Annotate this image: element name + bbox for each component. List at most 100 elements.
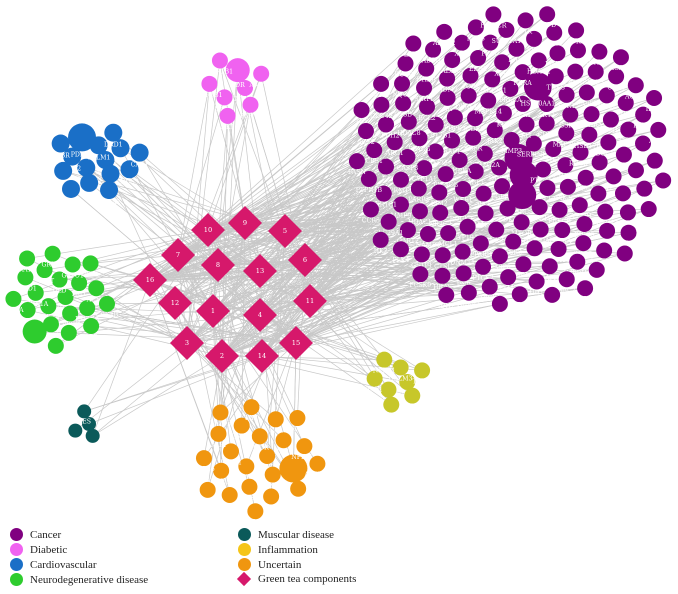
target-node-cancer[interactable]: BCL2L1 xyxy=(596,134,622,157)
target-node-cancer[interactable]: SERPINE1 xyxy=(517,135,551,159)
target-node-inflammation[interactable]: NFKB2 xyxy=(401,387,424,411)
green-tea-component-node[interactable]: 12 xyxy=(158,286,192,320)
target-node-cardiovascular[interactable]: NOS3 xyxy=(120,160,139,185)
target-node-inflammation[interactable]: TGM3 xyxy=(412,362,432,385)
target-node-cancer[interactable]: TOP2A xyxy=(587,185,610,209)
target-node-cancer[interactable]: KRAS xyxy=(467,19,485,42)
target-node-cancer[interactable]: NRAS xyxy=(619,224,638,248)
green-tea-component-node[interactable]: 9 xyxy=(228,206,262,240)
target-node-inflammation[interactable]: TAP1 xyxy=(366,370,383,394)
target-node-cancer[interactable]: IMPDH1 xyxy=(564,253,591,277)
target-node-cancer[interactable]: PLAU xyxy=(481,34,499,58)
target-node-cancer[interactable]: PIK3CA xyxy=(556,178,581,202)
target-node-cancer[interactable]: APOB xyxy=(648,121,668,145)
target-node-cancer[interactable]: F7 xyxy=(378,158,395,182)
target-node-cancer[interactable]: CXCR4 xyxy=(638,201,660,224)
target-node-cancer[interactable]: CCR5 xyxy=(362,201,380,225)
target-node-neuro[interactable]: OPRL xyxy=(81,255,100,278)
target-node-cancer[interactable]: PPARD xyxy=(470,235,492,258)
target-node-neuro[interactable]: OPRK1 xyxy=(59,305,82,328)
target-node-cancer[interactable]: PGR xyxy=(591,154,608,177)
target-node-cancer[interactable]: CES1 xyxy=(365,142,383,165)
target-node-uncertain[interactable]: BAZ2B xyxy=(210,404,232,428)
target-node-cancer[interactable]: PLK4 xyxy=(393,241,410,264)
target-node-cancer[interactable]: CDK4 xyxy=(498,200,517,223)
green-tea-component-node[interactable]: 7 xyxy=(161,238,195,272)
target-node-cancer[interactable]: MMP2 xyxy=(613,185,634,208)
target-node-cancer[interactable]: MTTP xyxy=(372,75,391,99)
target-node-cancer[interactable]: FGFR1 xyxy=(491,178,513,201)
green-tea-component-node[interactable]: 6 xyxy=(288,243,322,277)
target-node-cancer[interactable]: HMGCR xyxy=(480,6,507,29)
target-node-cancer[interactable]: KIT xyxy=(518,116,535,139)
target-node-cancer[interactable]: DYRK1A xyxy=(455,87,483,111)
target-node-cancer[interactable]: PTPRC xyxy=(588,43,611,67)
target-node-cancer[interactable]: LDHA xyxy=(404,35,423,59)
target-node-cancer[interactable]: HDAC2 xyxy=(527,52,551,75)
green-tea-component-node[interactable]: 3 xyxy=(170,326,204,360)
green-tea-component-node[interactable]: 16 xyxy=(133,263,167,297)
target-node-cancer[interactable]: HSP90AA1 xyxy=(521,72,556,107)
target-node-cancer[interactable]: IDH1 xyxy=(646,90,663,113)
target-node-cancer[interactable]: AR xyxy=(439,89,456,113)
target-node-cancer[interactable]: NAMPT xyxy=(416,225,441,249)
target-node-cancer[interactable]: TNKS2 xyxy=(523,240,546,263)
target-node-cancer[interactable]: JAK2 xyxy=(486,122,503,145)
target-node-cancer[interactable]: XIAP xyxy=(494,54,511,77)
target-node-cardiovascular[interactable]: TGBR xyxy=(52,134,71,160)
target-node-cancer[interactable]: NR3C2 xyxy=(429,204,452,228)
target-node-cancer[interactable]: RXRA xyxy=(514,64,533,87)
target-node-cancer[interactable]: AKR1C1 xyxy=(370,185,397,209)
target-node-uncertain[interactable]: GAA xyxy=(267,411,284,434)
target-node-neuro[interactable]: PAI1 xyxy=(71,275,88,298)
target-node-cancer[interactable]: MMP3 xyxy=(501,131,522,155)
target-node-cancer[interactable]: PGD xyxy=(577,280,594,303)
target-node-cancer[interactable]: HRAS xyxy=(433,267,452,291)
target-node-uncertain[interactable]: ALPI xyxy=(210,425,227,449)
target-node-cancer[interactable]: PPARG xyxy=(409,130,431,153)
target-node-cancer[interactable]: ADAM17 xyxy=(535,258,564,281)
target-node-cancer[interactable]: ABL1 xyxy=(466,163,484,186)
target-node-cancer[interactable]: ABCB1 xyxy=(478,278,501,302)
target-node-cancer[interactable]: CDC42 xyxy=(370,96,393,120)
target-node-diabetic[interactable]: PTPN1 xyxy=(240,96,262,120)
target-node-cancer[interactable]: SIRT2 xyxy=(614,146,634,170)
target-node-cancer[interactable]: TDO2 xyxy=(574,235,592,258)
target-node-cancer[interactable]: DNMT1 xyxy=(450,243,475,267)
target-node-cancer[interactable]: AKR1C3 xyxy=(614,204,641,227)
green-tea-component-node[interactable]: 10 xyxy=(191,213,225,247)
target-node-cancer[interactable]: TYMS xyxy=(499,269,518,292)
target-node-cancer[interactable]: CYP17A1 xyxy=(478,71,507,94)
target-node-uncertain[interactable]: MEX-3 xyxy=(262,466,283,490)
target-node-neuro[interactable]: OPRD1 xyxy=(14,269,37,292)
green-tea-component-node[interactable]: 1 xyxy=(196,294,230,328)
target-node-cancer[interactable]: PKM xyxy=(655,172,671,195)
target-node-cancer[interactable]: HDAC6 xyxy=(547,240,571,264)
target-node-cancer[interactable]: ATIC xyxy=(525,30,543,54)
target-node-cancer[interactable]: MAP2K1 xyxy=(553,125,581,148)
target-node-cancer[interactable]: PNP xyxy=(455,265,472,288)
target-node-neuro[interactable]: GPR xyxy=(47,337,64,361)
target-node-cancer[interactable]: XDH xyxy=(453,34,470,58)
target-node-cancer[interactable]: RAF1 xyxy=(443,132,461,155)
target-node-cancer[interactable]: CES2 xyxy=(607,68,625,91)
target-node-cancer[interactable]: MMP9 xyxy=(391,196,412,220)
target-node-cancer[interactable]: PIM1 xyxy=(577,169,594,193)
target-node-cancer[interactable]: NEK2 xyxy=(587,261,606,285)
target-node-cancer[interactable]: HSD17B2 xyxy=(574,126,605,150)
target-node-cancer[interactable]: DUSP1 xyxy=(394,55,417,78)
target-node-cancer[interactable]: RRM1 xyxy=(626,162,646,185)
target-node-cancer[interactable]: TTK xyxy=(517,12,534,35)
target-node-diabetic[interactable]: HK1 xyxy=(219,107,236,131)
green-tea-component-node[interactable]: 13 xyxy=(243,254,277,288)
target-node-uncertain[interactable]: CTDSP1 xyxy=(236,478,263,502)
target-node-cancer[interactable]: CASP8 xyxy=(489,248,511,271)
target-node-neuro[interactable]: APP xyxy=(83,318,100,341)
target-node-cancer[interactable]: PDPK2 xyxy=(444,109,466,132)
target-node-neuro[interactable]: GRIK1A xyxy=(23,284,49,308)
target-node-neuro[interactable]: CYP1A2 xyxy=(38,316,64,339)
target-node-cancer[interactable]: NOS2 xyxy=(597,87,616,110)
target-node-cancer[interactable]: PCSK9 xyxy=(410,266,432,289)
target-node-cancer[interactable]: KDR xyxy=(495,105,512,128)
target-node-cancer[interactable]: MAPK1 xyxy=(474,205,498,228)
